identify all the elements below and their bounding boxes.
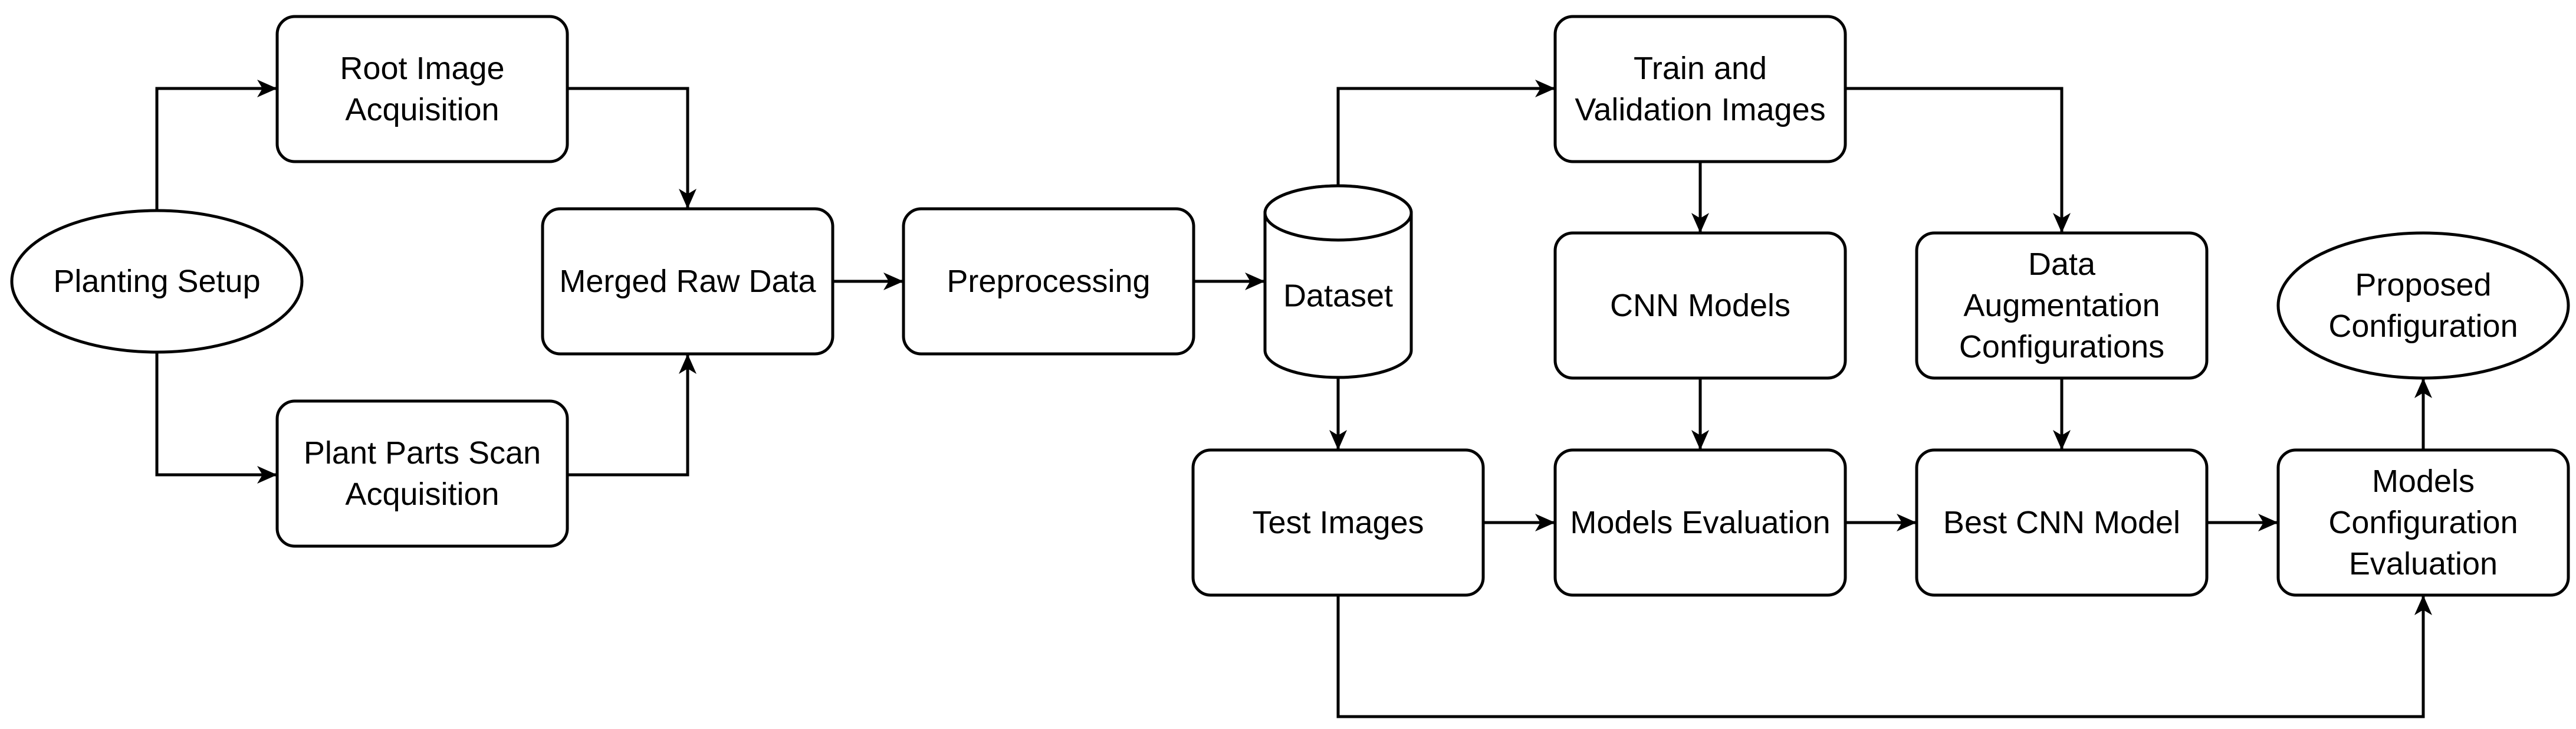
rounded-rect-shape <box>1915 448 2209 597</box>
node-label: Test Images <box>1252 505 1424 540</box>
arrowhead-icon <box>257 466 277 484</box>
node-label: Validation Images <box>1575 92 1825 127</box>
edge-dataset-to-test-images <box>1329 377 1347 450</box>
edge-data-augmentation-configurations-to-best-cnn-model <box>2053 378 2071 450</box>
arrowhead-icon <box>2053 430 2071 450</box>
node-preprocessing: Preprocessing <box>902 207 1195 356</box>
connector-line <box>1336 87 1555 186</box>
edge-models-evaluation-to-best-cnn-model <box>1845 514 1917 531</box>
edge-best-cnn-model-to-models-configuration-evaluation <box>2207 514 2278 531</box>
ellipse-shape <box>10 209 304 354</box>
node-label: Plant Parts Scan <box>304 435 541 471</box>
arrowhead-icon <box>1691 430 1709 450</box>
node-label: Merged Raw Data <box>559 264 816 299</box>
rounded-rect-shape <box>1553 15 1847 163</box>
edge-test-images-to-models-evaluation <box>1483 514 1555 531</box>
node-label: Proposed <box>2355 267 2491 303</box>
node-label: Acquisition <box>345 477 499 512</box>
node-merged-raw-data: Merged Raw Data <box>541 207 834 356</box>
arrowhead-icon <box>1245 272 1265 290</box>
node-test-images: Test Images <box>1191 448 1485 597</box>
arrowhead-icon <box>257 80 277 97</box>
cylinder-top <box>1263 184 1413 242</box>
arrowhead-icon <box>2414 378 2432 398</box>
arrowhead-icon <box>679 354 696 374</box>
node-label: Evaluation <box>2349 546 2498 582</box>
arrowhead-icon <box>2053 213 2071 233</box>
node-label: Models Evaluation <box>1570 505 1830 540</box>
connector-line <box>155 87 277 211</box>
connector-line <box>1336 595 2425 718</box>
connector-line <box>155 352 277 477</box>
node-label: Configuration <box>2328 308 2518 344</box>
arrowhead-icon <box>1535 514 1555 531</box>
edge-train-validation-images-to-data-augmentation-configurations <box>1845 87 2071 233</box>
rounded-rect-shape <box>541 207 834 356</box>
edge-root-image-acquisition-to-merged-raw-data <box>567 87 696 209</box>
node-label: Configuration <box>2328 505 2518 540</box>
node-label: CNN Models <box>1610 288 1790 323</box>
edge-test-images-to-models-configuration-evaluation <box>1336 595 2432 718</box>
edge-preprocessing-to-dataset <box>1194 272 1265 290</box>
arrowhead-icon <box>2414 595 2432 615</box>
connector-line <box>567 87 689 209</box>
node-label: Configurations <box>1959 329 2164 364</box>
edge-planting-setup-to-root-image-acquisition <box>155 80 277 211</box>
rounded-rect-shape <box>1915 231 2209 380</box>
arrowhead-icon <box>1897 514 1917 531</box>
edge-models-configuration-evaluation-to-proposed-configuration <box>2414 378 2432 450</box>
node-label: Dataset <box>1283 278 1393 314</box>
node-label: Augmentation <box>1963 288 2160 323</box>
rounded-rect-shape <box>902 207 1195 356</box>
node-label: Planting Setup <box>53 264 260 299</box>
connector-line <box>567 354 689 477</box>
node-best-cnn-model: Best CNN Model <box>1915 448 2209 597</box>
connector-layer <box>155 80 2432 718</box>
edge-train-validation-images-to-cnn-models <box>1691 162 1709 233</box>
edge-merged-raw-data-to-preprocessing <box>833 272 903 290</box>
node-dataset: Dataset <box>1263 184 1413 379</box>
node-label: Preprocessing <box>947 264 1150 299</box>
rounded-rect-shape <box>1553 231 1847 380</box>
arrowhead-icon <box>883 272 903 290</box>
arrowhead-icon <box>2258 514 2278 531</box>
edge-dataset-to-train-validation-images <box>1336 80 1555 186</box>
rounded-rect-shape <box>1553 448 1847 597</box>
arrowhead-icon <box>1329 430 1347 450</box>
node-planting-setup: Planting Setup <box>10 209 304 354</box>
edge-cnn-models-to-models-evaluation <box>1691 378 1709 450</box>
arrowhead-icon <box>1691 213 1709 233</box>
node-label: Data <box>2028 247 2096 282</box>
node-label: Root Image <box>340 51 504 86</box>
rounded-rect-shape <box>275 15 569 163</box>
node-models-evaluation: Models Evaluation <box>1553 448 1847 597</box>
node-label: Best CNN Model <box>1943 505 2180 540</box>
arrowhead-icon <box>679 189 696 209</box>
node-label: Models <box>2372 464 2475 499</box>
node-cnn-models: CNN Models <box>1553 231 1847 380</box>
connector-line <box>1845 87 2064 233</box>
node-label: Train and <box>1634 51 1767 86</box>
edge-planting-setup-to-plant-parts-scan-acquisition <box>155 352 277 484</box>
ellipse-shape <box>2276 231 2570 380</box>
rounded-rect-shape <box>275 399 569 548</box>
node-label: Acquisition <box>345 92 499 127</box>
rounded-rect-shape <box>2276 448 2570 597</box>
arrowhead-icon <box>1535 80 1555 97</box>
edge-plant-parts-scan-acquisition-to-merged-raw-data <box>567 354 696 477</box>
rounded-rect-shape <box>1191 448 1485 597</box>
